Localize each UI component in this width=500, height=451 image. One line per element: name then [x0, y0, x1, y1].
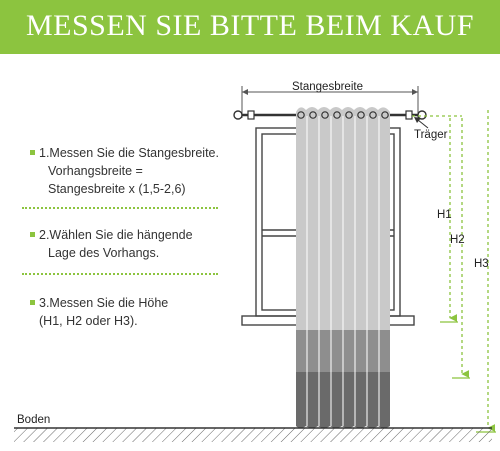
height-dimensions: [412, 110, 496, 433]
bullet-icon: [30, 232, 35, 237]
h1-label: H1: [437, 209, 452, 221]
bracket-label: Träger: [414, 129, 448, 141]
instruction-step-1: 1.Messen Sie die Stangesbreite. Vorhangs…: [30, 144, 219, 198]
step-2-line-1: 2.Wählen Sie die hängende: [39, 228, 193, 242]
header-title: MESSEN SIE BITTE BEIM KAUF: [25, 9, 474, 42]
step-1-line-2: Vorhangsbreite =: [48, 164, 143, 178]
floor-label: Boden: [17, 414, 51, 426]
floor: [14, 427, 492, 442]
bullet-icon: [30, 150, 35, 155]
divider-1: [22, 207, 218, 209]
curtain: [296, 107, 390, 428]
divider-2: [22, 273, 218, 275]
h3-label: H3: [474, 258, 489, 270]
step-2-line-2: Lage des Vorhangs.: [48, 246, 160, 260]
header-banner: MESSEN SIE BITTE BEIM KAUF: [0, 0, 500, 54]
instruction-step-3: 3.Messen Sie die Höhe (H1, H2 oder H3).: [30, 294, 168, 330]
bracket-arrow-icon: [414, 117, 429, 129]
step-3-line-2: (H1, H2 oder H3).: [39, 314, 138, 328]
step-3-line-1: 3.Messen Sie die Höhe: [39, 296, 169, 310]
bullet-icon: [30, 300, 35, 305]
instruction-step-2: 2.Wählen Sie die hängende Lage des Vorha…: [30, 226, 193, 262]
step-1-line-3: Stangesbreite x (1,5-2,6): [48, 182, 186, 196]
curtain-rod: [233, 110, 427, 120]
step-1-line-1: 1.Messen Sie die Stangesbreite.: [39, 146, 219, 160]
rod-width-label: Stangesbreite: [292, 81, 363, 93]
h2-label: H2: [450, 234, 465, 246]
